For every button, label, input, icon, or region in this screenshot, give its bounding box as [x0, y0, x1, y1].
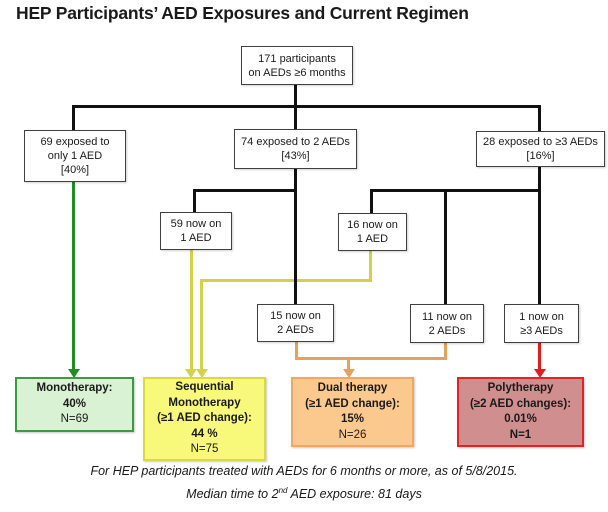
- footnote-line2-suffix: AED exposure: 81 days: [287, 487, 422, 502]
- arrowhead-poly: [534, 369, 546, 378]
- footnote-line2-superscript: nd: [278, 486, 288, 495]
- connector-now1-to-poly: [538, 341, 541, 371]
- connector-drop-now59: [193, 189, 196, 212]
- arrowhead-dual: [343, 369, 355, 378]
- outcome-monotherapy-n: N=69: [60, 413, 89, 426]
- node-1-line1: 1 now on: [519, 310, 564, 323]
- node-exposed-3-line2: [16%]: [526, 150, 555, 162]
- node-exposed-3plus-aeds: 28 exposed to ≥3 AEDs [16%]: [476, 131, 605, 167]
- node-exposed-1-aed: 69 exposed to only 1 AED [40%]: [24, 130, 126, 182]
- connector-top-rail: [72, 105, 541, 108]
- arrowhead-sequential-left: [185, 369, 197, 378]
- node-59-line2: 1 AED: [180, 232, 212, 244]
- connector-exposed1-to-monotherapy: [72, 180, 75, 371]
- node-exposed-2-line1: 74 exposed to 2 AEDs: [241, 136, 350, 148]
- outcome-polytherapy: Polytherapy (≥2 AED changes): 0.01% N=1: [457, 377, 584, 447]
- outcome-sequential-percent: 44 %: [191, 427, 218, 440]
- footnote-line1: For HEP participants treated with AEDs f…: [90, 464, 518, 478]
- connector-exposed3-rail: [370, 189, 541, 192]
- connector-now16-to-sequential-stem: [369, 249, 372, 282]
- outcome-monotherapy-percent: 40%: [62, 397, 87, 410]
- node-15-now-2-aeds: 15 now on 2 AEDs: [257, 304, 334, 342]
- outcome-sequential-n: N=75: [190, 443, 219, 456]
- node-11-line2: 2 AEDs: [428, 324, 466, 337]
- node-16-line2: 1 AED: [356, 233, 389, 245]
- connector-now59-to-sequential: [190, 248, 193, 371]
- outcome-poly-label2: (≥2 AED changes):: [469, 397, 572, 410]
- outcome-poly-label1: Polytherapy: [487, 382, 554, 394]
- outcome-dual-n: N=26: [338, 428, 367, 441]
- node-11-line1: 11 now on: [422, 310, 472, 323]
- node-59-now-1-aed: 59 now on 1 AED: [160, 212, 232, 250]
- connector-root-stem: [294, 82, 297, 107]
- outcome-dual-therapy: Dual therapy (≥1 AED change): 15% N=26: [291, 377, 414, 447]
- outcome-dual-label2: (≥1 AED change):: [305, 397, 400, 410]
- node-1-line2: ≥3 AEDs: [520, 324, 563, 337]
- page-title: HEP Participants’ AED Exposures and Curr…: [16, 3, 469, 23]
- node-11-now-2-aeds: 11 now on 2 AEDs: [410, 304, 484, 343]
- outcome-dual-percent: 15%: [340, 413, 365, 425]
- node-exposed-2-aeds: 74 exposed to 2 AEDs [43%]: [234, 129, 357, 169]
- connector-now16-to-sequential-horizontal: [200, 279, 372, 282]
- node-15-line1: 15 now on: [270, 310, 321, 322]
- connector-now11-to-dual-stem: [444, 341, 447, 360]
- outcome-poly-n: N=1: [509, 428, 532, 441]
- node-exposed-3-line1: 28 exposed to ≥3 AEDs: [483, 136, 598, 148]
- node-16-now-1-aed: 16 now on 1 AED: [338, 213, 407, 251]
- outcome-sequential-label2: Monotherapy: [168, 396, 241, 409]
- outcome-monotherapy: Monotherapy: 40% N=69: [15, 377, 134, 432]
- outcome-dual-label1: Dual therapy: [317, 382, 388, 394]
- connector-drop-exposed3: [538, 105, 541, 131]
- connector-drop-exposed2: [294, 105, 297, 129]
- node-1-now-3plus-aeds: 1 now on ≥3 AEDs: [504, 304, 579, 343]
- outcome-sequential-label1: Sequential: [175, 381, 234, 394]
- node-16-line1: 16 now on: [347, 219, 398, 231]
- connector-drop-exposed1: [72, 105, 75, 130]
- outcome-sequential-label3: (≥1 AED change):: [157, 412, 252, 425]
- node-15-line2: 2 AEDs: [277, 324, 314, 336]
- footnote: For HEP participants treated with AEDs f…: [0, 462, 608, 504]
- footnote-line2: Median time to 2nd AED exposure: 81 days: [0, 481, 608, 504]
- node-exposed-1-line1: 69 exposed to: [40, 136, 110, 148]
- connector-drop-now11: [444, 189, 447, 305]
- connector-dual-horizontal: [295, 357, 447, 360]
- outcome-monotherapy-label: Monotherapy:: [36, 382, 113, 395]
- node-exposed-1-line3: [40%]: [60, 164, 90, 176]
- arrowhead-sequential-right: [196, 369, 208, 378]
- connector-exposed2-rail: [193, 189, 297, 192]
- node-exposed-2-line2: [43%]: [281, 150, 310, 162]
- node-root-line1: 171 participants: [258, 52, 336, 65]
- footnote-line2-prefix: Median time to 2: [186, 487, 279, 502]
- outcome-sequential-monotherapy: Sequential Monotherapy (≥1 AED change): …: [143, 377, 266, 461]
- node-root: 171 participants on AEDs ≥6 months: [241, 46, 353, 85]
- connector-now15-to-dual-stem: [295, 340, 298, 360]
- node-59-line1: 59 now on: [170, 218, 222, 230]
- node-root-line2: on AEDs ≥6 months: [248, 66, 346, 79]
- connector-now16-to-sequential-drop: [200, 279, 203, 371]
- outcome-poly-percent: 0.01%: [504, 413, 537, 425]
- connector-dual-arrow-stem: [347, 357, 350, 371]
- arrowhead-monotherapy: [68, 369, 80, 378]
- connector-exposed3-to-now1: [538, 164, 541, 305]
- connector-exposed2-to-now15: [294, 166, 297, 305]
- connector-drop-now16: [370, 189, 373, 213]
- node-exposed-1-line2: only 1 AED: [47, 150, 103, 162]
